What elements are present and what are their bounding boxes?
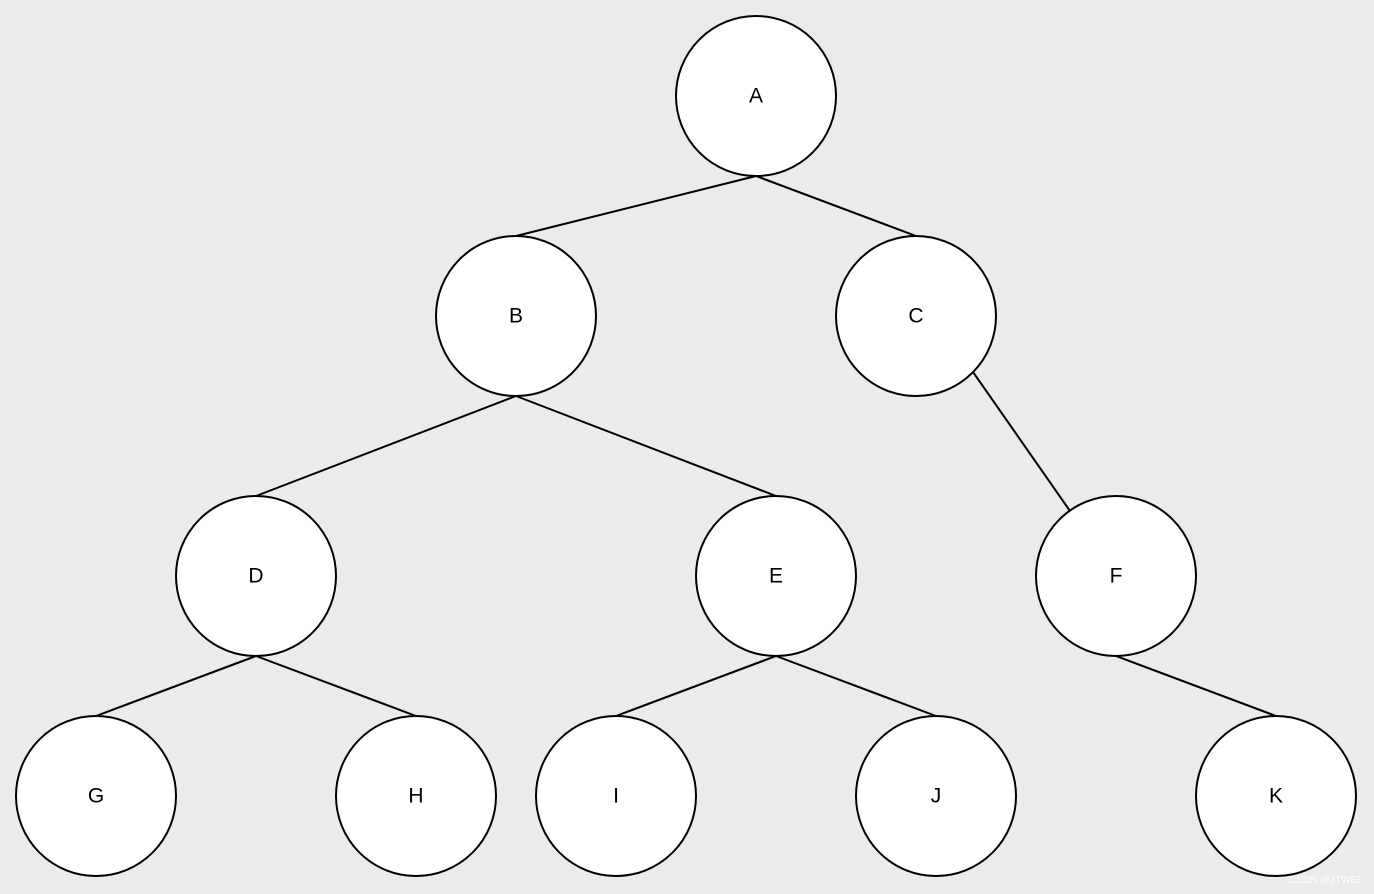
node-i: I [535,715,697,877]
node-label-a: A [749,85,763,108]
edge-e-j [775,655,937,717]
node-label-i: I [613,785,619,808]
node-label-c: C [908,305,923,328]
node-h: H [335,715,497,877]
node-label-b: B [509,305,523,328]
node-circle-i [535,715,697,877]
node-label-j: J [931,785,942,808]
node-circle-h [335,715,497,877]
node-f: F [1035,495,1197,657]
edge-a-b [515,175,757,237]
node-label-d: D [248,565,263,588]
node-k: K [1195,715,1357,877]
node-label-e: E [769,565,783,588]
node-circle-g [15,715,177,877]
node-label-f: F [1110,565,1123,588]
node-d: D [175,495,337,657]
node-circle-f [1035,495,1197,657]
edge-e-i [615,655,777,717]
edge-d-g [95,655,257,717]
node-j: J [855,715,1017,877]
watermark: CSDN @JTWEI [1288,875,1360,886]
edge-b-e [515,395,777,497]
edge-b-d [255,395,517,497]
tree-nodes: A B C D E F G H I J K [15,15,1357,877]
node-circle-d [175,495,337,657]
node-c: C [835,235,997,397]
node-g: G [15,715,177,877]
node-circle-j [855,715,1017,877]
node-circle-e [695,495,857,657]
node-e: E [695,495,857,657]
node-label-h: H [408,785,423,808]
tree-edges [95,175,1277,717]
edge-c-f [972,371,1071,512]
node-circle-c [835,235,997,397]
node-b: B [435,235,597,397]
node-circle-k [1195,715,1357,877]
edge-a-c [755,175,917,237]
edge-f-k [1115,655,1277,717]
node-circle-a [675,15,837,177]
edge-d-h [255,655,417,717]
node-a: A [675,15,837,177]
node-circle-b [435,235,597,397]
node-label-k: K [1269,785,1283,808]
node-label-g: G [88,785,104,808]
